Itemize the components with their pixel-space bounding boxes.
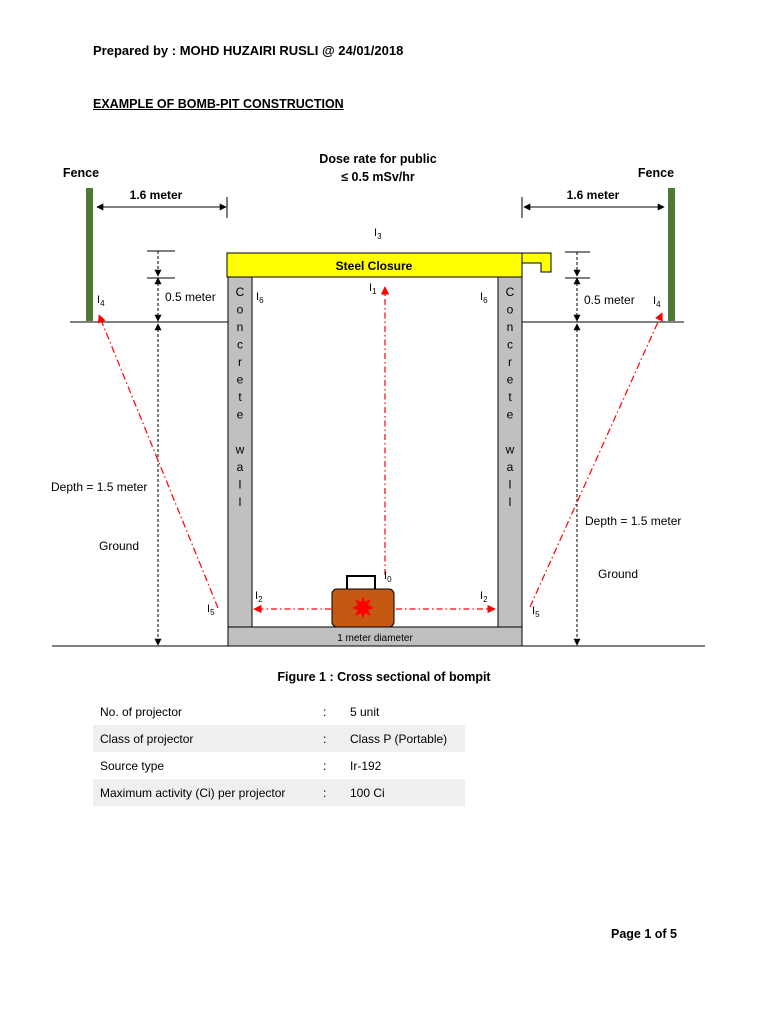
- wall-letter: e: [507, 408, 514, 422]
- wall-letter: t: [508, 390, 512, 404]
- dose-rate-line2: ≤ 0.5 mSv/hr: [341, 170, 415, 184]
- projector-handle: [346, 575, 376, 591]
- wall-letter: n: [507, 320, 514, 334]
- wall-letter: o: [507, 303, 514, 317]
- spec-value: 5 unit: [350, 704, 380, 719]
- fence-right-post: [668, 188, 675, 321]
- spec-colon: :: [323, 779, 350, 806]
- spec-value: 100 Ci: [350, 779, 465, 806]
- bomb-pit-diagram: Dose rate for public ≤ 0.5 mSv/hr Fence …: [51, 152, 705, 647]
- distance-right-label: 1.6 meter: [567, 188, 620, 202]
- ground-right-label: Ground: [598, 567, 638, 581]
- ray-i4-left: [97, 314, 219, 609]
- i5-left-label: I5: [207, 603, 215, 617]
- wall-letter: e: [507, 373, 514, 387]
- spec-label: No. of projector: [100, 704, 183, 719]
- spec-value: Class P (Portable): [350, 725, 465, 752]
- page-number: Page 1 of 5: [611, 927, 677, 941]
- wall-letter: l: [239, 495, 242, 509]
- wall-letter: l: [239, 478, 242, 492]
- spec-value: Ir-192: [350, 758, 382, 773]
- i6-left-label: I6: [256, 291, 264, 305]
- wall-letter: w: [505, 443, 515, 457]
- concrete-wall-left: [227, 276, 253, 628]
- fence-left-post: [86, 188, 93, 321]
- i0-label: I0: [384, 570, 392, 584]
- depth-left-label: Depth = 1.5 meter: [51, 480, 147, 494]
- spec-colon: :: [323, 704, 327, 719]
- distance-left-label: 1.6 meter: [130, 188, 183, 202]
- spec-colon: :: [323, 725, 350, 752]
- steel-closure-handle: [521, 252, 552, 273]
- wall-letter: e: [237, 408, 244, 422]
- spec-label: Maximum activity (Ci) per projector: [93, 779, 323, 806]
- wall-letter: e: [237, 373, 244, 387]
- steel-closure: [226, 252, 523, 278]
- wall-letter: c: [237, 338, 243, 352]
- wall-letter: a: [507, 460, 514, 474]
- ray-i4-right: [529, 312, 663, 608]
- wall-letter: o: [237, 303, 244, 317]
- i1-label: I1: [369, 282, 377, 296]
- wall-letter: l: [509, 478, 512, 492]
- wall-letter: l: [509, 495, 512, 509]
- spec-row: Maximum activity (Ci) per projector:100 …: [93, 779, 465, 806]
- depth-right-label: Depth = 1.5 meter: [585, 514, 681, 528]
- height-left-label: 0.5 meter: [165, 290, 216, 304]
- wall-letter: a: [237, 460, 244, 474]
- wall-letter: t: [238, 390, 242, 404]
- i2-right-label: I2: [480, 590, 488, 604]
- figure-caption: Figure 1 : Cross sectional of bompit: [277, 670, 491, 684]
- i6-right-label: I6: [480, 291, 488, 305]
- i3-label: I3: [374, 227, 382, 241]
- wall-letter: c: [507, 338, 513, 352]
- height-right-label: 0.5 meter: [584, 293, 635, 307]
- wall-letter: C: [506, 285, 515, 299]
- radiation-source-icon: [352, 596, 374, 619]
- wall-letter: r: [508, 355, 512, 369]
- i5-right-label: I5: [532, 605, 540, 619]
- wall-letter: r: [238, 355, 242, 369]
- dose-rate-line1: Dose rate for public: [319, 152, 436, 166]
- i4-right-label: I4: [653, 295, 661, 309]
- i2-left-label: I2: [255, 590, 263, 604]
- fence-left-label: Fence: [63, 166, 99, 180]
- wall-letter: C: [236, 285, 245, 299]
- spec-colon: :: [323, 758, 327, 773]
- wall-letter: n: [237, 320, 244, 334]
- concrete-wall-right: [497, 276, 523, 628]
- spec-row: No. of projector: 5 unit: [93, 698, 465, 725]
- spec-row: Class of projector:Class P (Portable): [93, 725, 465, 752]
- base-label: 1 meter diameter: [337, 633, 413, 644]
- steel-closure-label: Steel Closure: [336, 259, 413, 273]
- fence-right-label: Fence: [638, 166, 674, 180]
- ground-left-label: Ground: [99, 539, 139, 553]
- spec-label: Class of projector: [93, 725, 323, 752]
- i4-left-label: I4: [97, 294, 105, 308]
- prepared-by: Prepared by : MOHD HUZAIRI RUSLI @ 24/01…: [93, 43, 404, 58]
- spec-label: Source type: [100, 758, 165, 773]
- document-title: EXAMPLE OF BOMB-PIT CONSTRUCTION: [93, 97, 344, 111]
- wall-letter: w: [235, 443, 245, 457]
- spec-row: Source type: Ir-192: [93, 752, 465, 779]
